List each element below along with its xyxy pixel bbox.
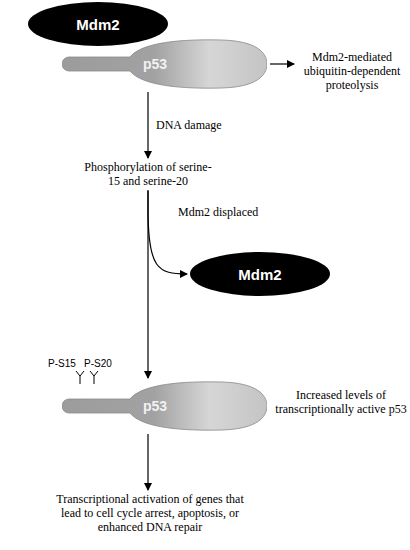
node-text: Mdm2 <box>238 266 281 283</box>
node-text: Mdm2 <box>76 16 119 33</box>
protein-ellipse: Mdm2 <box>190 252 330 296</box>
annotation-label: P-S20 <box>84 358 120 369</box>
text-box: Transcriptional activation of genes that… <box>52 492 248 534</box>
text-box: Mdm2-mediated ubiquitin-dependent proteo… <box>298 50 406 92</box>
protein-ellipse: Mdm2 <box>28 2 168 46</box>
flow-arrow <box>148 191 187 274</box>
text-box: Phosphorylation of serine-15 and serine-… <box>83 160 213 188</box>
edge-label: Mdm2 displaced <box>178 205 258 219</box>
phospho-tick <box>76 371 84 384</box>
node-text: Phosphorylation of serine-15 and serine-… <box>83 160 213 188</box>
node-text: Mdm2-mediated ubiquitin-dependent proteo… <box>298 50 406 92</box>
protein-shape-box: p53 <box>62 380 267 432</box>
node-text: Transcriptional activation of genes that… <box>52 492 248 534</box>
annotation-label: P-S15 <box>48 358 84 369</box>
flow-arrow <box>270 63 294 64</box>
node-text: p53 <box>120 56 190 72</box>
phospho-tick <box>90 371 98 384</box>
node-text: p53 <box>120 398 190 414</box>
flow-arrow <box>147 92 148 158</box>
edge-label: DNA damage <box>156 118 222 132</box>
flow-arrow <box>147 434 148 490</box>
annotation-label: Increased levels of transcriptionally ac… <box>272 388 410 416</box>
